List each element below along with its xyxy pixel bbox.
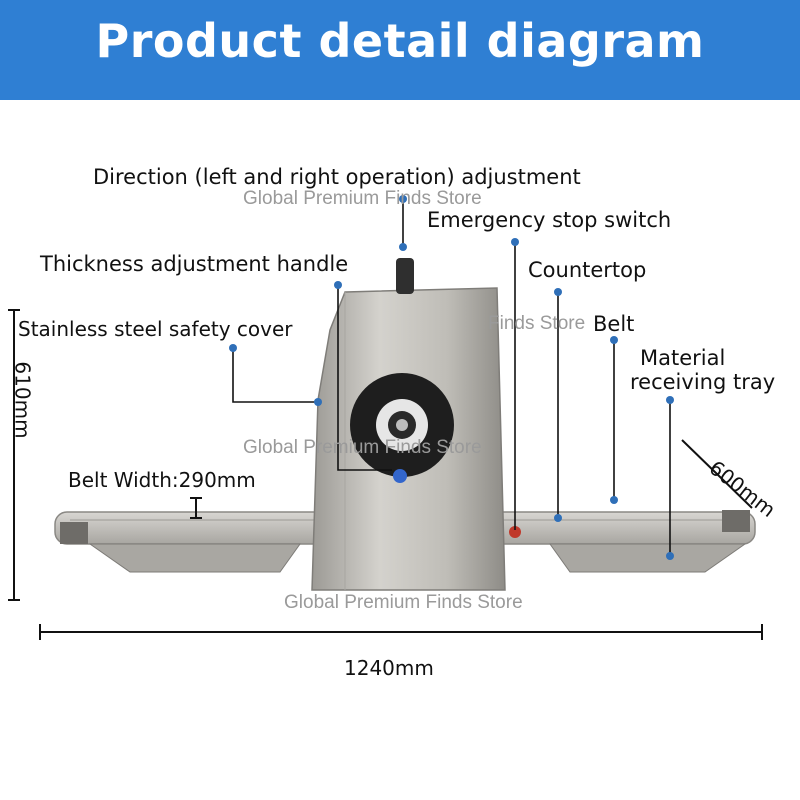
dimension-lines xyxy=(8,309,763,640)
belt-width-label: Belt Width:290mm xyxy=(68,468,256,492)
watermark-center: Global Premium Finds Store xyxy=(243,437,482,458)
emergency-stop-button xyxy=(509,526,521,538)
thickness-adjustment-handle-label: Thickness adjustment handle xyxy=(40,252,349,276)
length-dimension-label: 1240mm xyxy=(344,656,434,680)
watermark-middle: Finds Store xyxy=(488,313,586,334)
leader-dots xyxy=(229,195,674,560)
direction-adjustment-label: Direction (left and right operation) adj… xyxy=(93,165,581,189)
material-receiving-tray-label-line2: receiving tray xyxy=(630,370,776,394)
stainless-steel-safety-cover-label: Stainless steel safety cover xyxy=(18,317,293,341)
leader-lines xyxy=(232,199,671,556)
belt-label: Belt xyxy=(593,312,635,336)
material-receiving-tray-label-line1: Material xyxy=(640,346,726,370)
page-title: Product detail diagram xyxy=(95,14,705,68)
watermark-top: Global Premium Finds Store xyxy=(243,188,482,209)
height-dimension-label: 610mm xyxy=(10,361,35,439)
material-receiving-tray xyxy=(549,543,747,573)
countertop-label: Countertop xyxy=(528,258,647,282)
direction-knob xyxy=(396,258,414,294)
thickness-handle-wheel xyxy=(350,373,454,483)
title-banner: Product detail diagram xyxy=(0,0,800,100)
watermark-bottom: Global Premium Finds Store xyxy=(284,592,523,613)
emergency-stop-switch-label: Emergency stop switch xyxy=(427,208,672,232)
left-tray xyxy=(88,543,301,573)
